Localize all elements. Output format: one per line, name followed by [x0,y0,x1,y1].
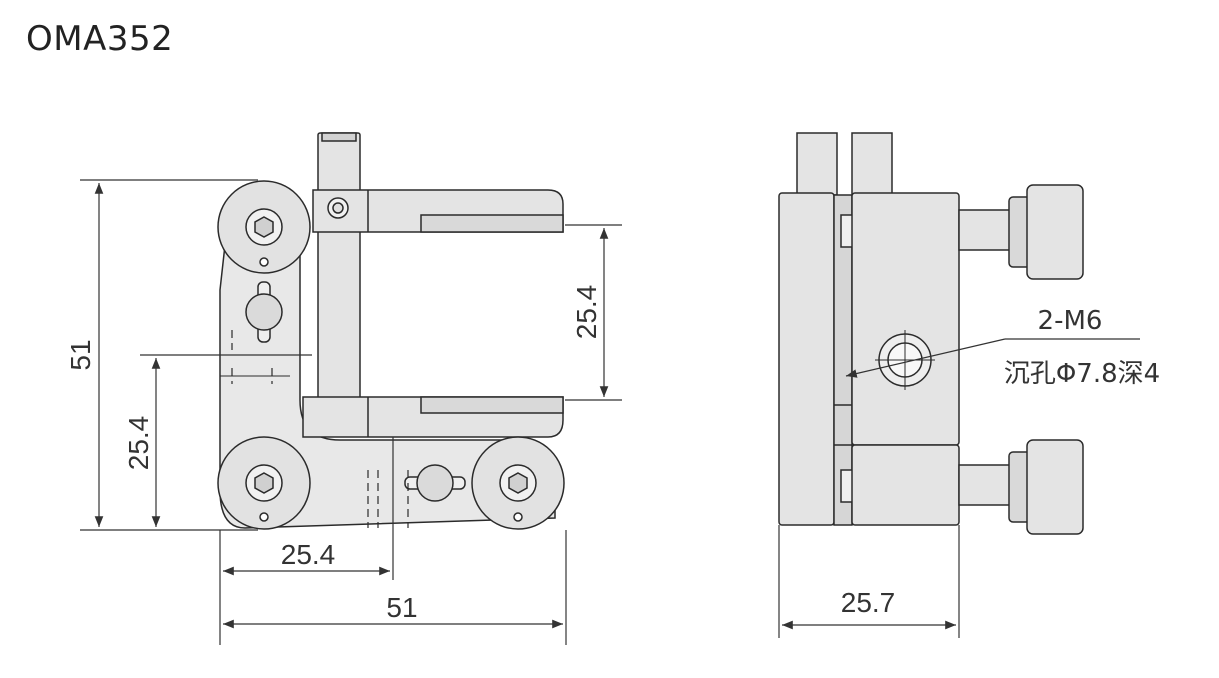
clamp-post [317,132,361,404]
side-view [778,132,1084,535]
knob-lower-right [471,436,565,530]
side-post-left [796,132,838,196]
side-front-plate [778,192,835,526]
callout-thread: 2-M6 [1038,306,1103,336]
side-post-right [851,132,893,196]
dim-lower-width: 25.4 [281,539,336,570]
side-knob-upper [958,184,1084,280]
lock-screw-horizontal [404,464,466,502]
dim-inner-opening: 25.4 [571,285,602,340]
knob-upper-left [217,180,311,274]
front-dimensions [80,179,622,645]
side-dimensions [778,338,1140,638]
dim-depth: 25.7 [841,587,896,618]
dim-lower-height: 25.4 [123,416,154,471]
counterbore-hole [875,330,935,390]
dim-total-width: 51 [386,592,417,623]
callout-counterbore: 沉孔Φ7.8深4 [1004,359,1160,389]
front-view [217,132,565,530]
dim-total-height: 51 [65,339,96,370]
lock-screw-vertical [245,281,283,343]
side-knob-lower [958,439,1084,535]
knob-lower-left [217,436,311,530]
model-title: OMA352 [26,19,174,59]
side-main-block [851,192,960,446]
